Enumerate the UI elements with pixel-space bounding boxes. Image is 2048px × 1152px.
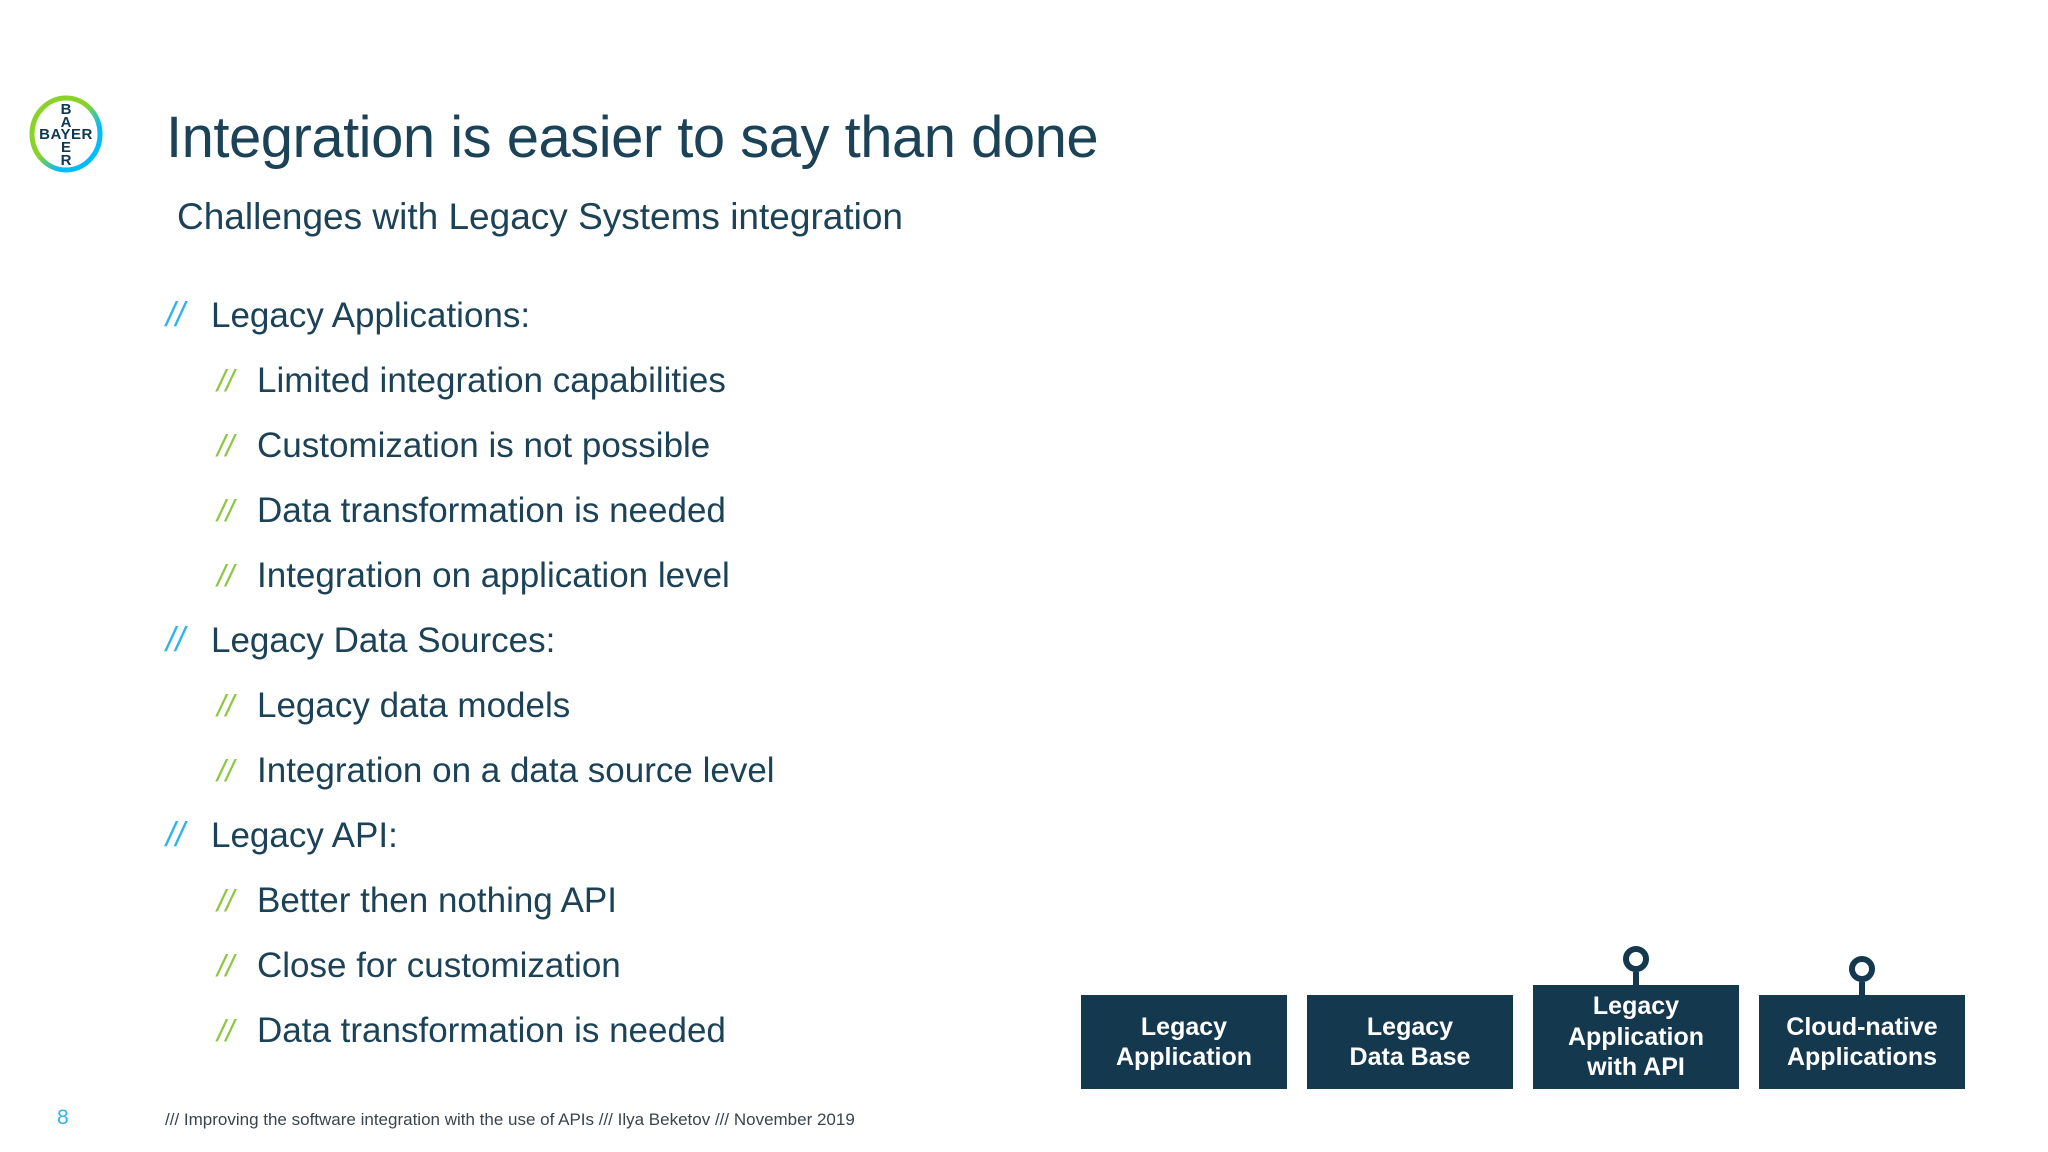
legacy-systems-diagram: Legacy Application Legacy Data Base Lega… (1081, 946, 1965, 1089)
logo-letter-r: R (61, 152, 72, 169)
logo-letter-e: E (61, 139, 71, 156)
api-pin-icon (1849, 956, 1875, 995)
box-label-line: Applications (1786, 1043, 1937, 1071)
pin-ring (1623, 946, 1649, 972)
box-label-line: Data Base (1349, 1043, 1471, 1071)
bullet-marker: // (166, 816, 185, 854)
bullet-text: Legacy API: (211, 815, 398, 855)
bayer-logo: B A BAYER E R (29, 95, 103, 173)
bullet-item: // Data transformation is needed (0, 478, 775, 543)
bullet-marker: // (166, 296, 185, 334)
bullet-marker: // (217, 427, 235, 463)
bullet-text: Legacy data models (257, 685, 571, 725)
bullet-item: // Legacy Applications: (0, 283, 775, 348)
bullet-item: // Customization is not possible (0, 413, 775, 478)
bullet-marker: // (217, 1012, 235, 1048)
footer-text: /// Improving the software integration w… (165, 1110, 855, 1129)
bullet-text: Legacy Applications: (211, 295, 531, 335)
bullet-marker: // (217, 362, 235, 398)
bullet-item: // Close for customization (0, 933, 775, 998)
bullet-marker: // (217, 947, 235, 983)
bullet-text: Limited integration capabilities (257, 360, 726, 400)
logo-letter-b: B (61, 101, 72, 118)
diagram-box-cloud-native-applications: Cloud-native Applications (1759, 956, 1965, 1089)
bullet-item: // Data transformation is needed (0, 998, 775, 1063)
box-label-line: Application (1567, 1022, 1705, 1051)
box-label-line: Legacy (1592, 992, 1680, 1021)
bullet-text: Data transformation is needed (257, 1010, 726, 1050)
bullet-marker: // (217, 492, 235, 528)
box-label-line: Legacy (1366, 1012, 1454, 1041)
bullet-item: // Legacy Data Sources: (0, 608, 775, 673)
logo-word-horizontal: BAYER (39, 126, 93, 143)
diagram-box-legacy-application: Legacy Application (1081, 995, 1287, 1089)
bullet-item: // Legacy data models (0, 673, 775, 738)
bullet-item: // Better then nothing API (0, 868, 775, 933)
bayer-logo-cross: B A BAYER E R (39, 101, 93, 169)
bullet-text: Integration on a data source level (257, 750, 775, 790)
slide-title: Integration is easier to say than done (166, 105, 1099, 170)
box-label-line: Legacy (1140, 1012, 1228, 1041)
bullet-list: // Legacy Applications: // Limited integ… (0, 283, 775, 1063)
bullet-item: // Limited integration capabilities (0, 348, 775, 413)
api-pin-icon (1623, 946, 1649, 985)
bayer-logo-ring (29, 95, 103, 173)
box-label-line: Cloud-native (1786, 1012, 1938, 1041)
bullet-item: // Integration on a data source level (0, 738, 775, 803)
bullet-text: Data transformation is needed (257, 490, 726, 530)
diagram-box-legacy-database: Legacy Data Base (1307, 995, 1513, 1089)
pin-stem (1859, 982, 1865, 995)
bullet-item: // Legacy API: (0, 803, 775, 868)
bullet-item: // Integration on application level (0, 543, 775, 608)
bullet-text: Integration on application level (257, 555, 730, 595)
bullet-marker: // (166, 621, 185, 659)
bullet-marker: // (217, 687, 235, 723)
box-label-line: with API (1587, 1053, 1685, 1082)
pin-ring (1849, 956, 1875, 982)
slide-subtitle: Challenges with Legacy Systems integrati… (177, 196, 903, 237)
page-number: 8 (57, 1106, 69, 1129)
diagram-box-legacy-application-with-api: Legacy Application with API (1533, 946, 1739, 1089)
logo-letter-a: A (61, 114, 72, 131)
bullet-text: Better then nothing API (257, 880, 617, 920)
bullet-marker: // (217, 752, 235, 788)
pin-stem (1633, 972, 1639, 985)
bullet-marker: // (217, 882, 235, 918)
box-label-line: Application (1115, 1043, 1253, 1071)
bullet-text: Close for customization (257, 945, 621, 985)
bullet-text: Customization is not possible (257, 425, 711, 465)
bullet-text: Legacy Data Sources: (211, 620, 556, 660)
bullet-marker: // (217, 557, 235, 593)
